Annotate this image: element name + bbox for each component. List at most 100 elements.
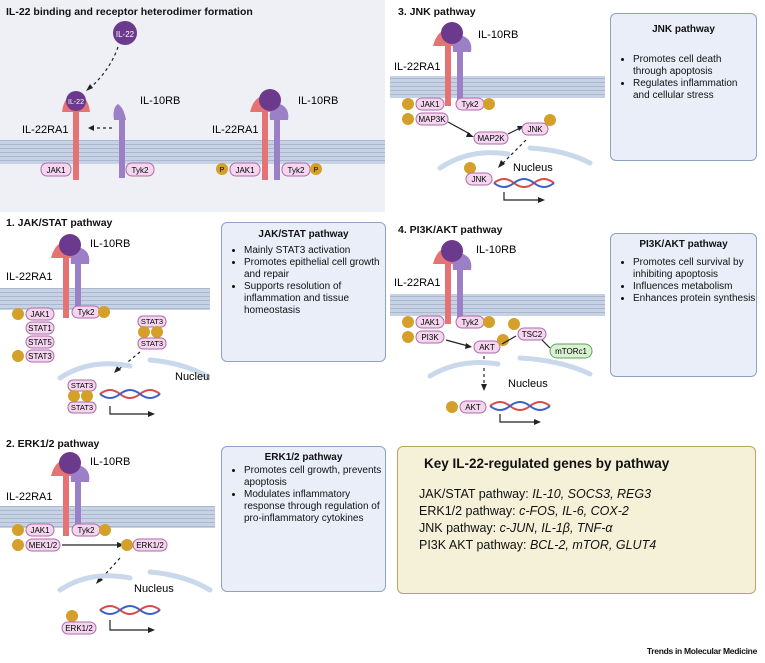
panel-3-title: 3. JNK pathway bbox=[398, 6, 476, 18]
svg-text:MAP3K: MAP3K bbox=[418, 115, 446, 124]
il22ra1-receptor-left: IL-22 bbox=[62, 91, 90, 180]
stat1-protein: STAT1 bbox=[25, 321, 55, 335]
svg-text:STAT1: STAT1 bbox=[28, 324, 52, 333]
il10rb-label-4: IL-10RB bbox=[476, 244, 516, 256]
svg-text:JAK1: JAK1 bbox=[420, 318, 440, 327]
phospho-site bbox=[12, 539, 24, 551]
phospho-site bbox=[12, 308, 24, 320]
receptor-heterodimer bbox=[51, 234, 90, 318]
jak1-kinase-0a: JAK1 bbox=[40, 162, 72, 177]
il22ra1-label-1: IL-22RA1 bbox=[6, 271, 52, 283]
jnk-protein: JNK bbox=[521, 122, 549, 136]
stat3-dimer: STAT3 STAT3 bbox=[137, 315, 167, 350]
receptor-heterodimer bbox=[250, 89, 289, 180]
jnk-nuclear: JNK bbox=[465, 172, 493, 186]
tyk2-kinase-0a: Tyk2 bbox=[125, 162, 155, 177]
info-title: ERK1/2 pathway bbox=[264, 452, 343, 463]
il10rb-label-0a: IL-10RB bbox=[140, 95, 180, 107]
info-item: Regulates inflammation and cellular stre… bbox=[633, 78, 756, 102]
info-box-jnk: JNK pathway Promotes cell death through … bbox=[610, 13, 757, 161]
panel-0-title: IL-22 binding and receptor heterodimer f… bbox=[6, 6, 253, 18]
svg-text:STAT5: STAT5 bbox=[28, 338, 52, 347]
info-box-pi3k: PI3K/AKT pathway Promotes cell survival … bbox=[610, 233, 757, 377]
svg-text:JAK1: JAK1 bbox=[30, 310, 50, 319]
info-item: Promotes cell survival by inhibiting apo… bbox=[633, 257, 756, 281]
phospho-site bbox=[402, 331, 414, 343]
phospho-site bbox=[508, 318, 520, 330]
il10rb-label-3: IL-10RB bbox=[478, 29, 518, 41]
il22ra1-label-2: IL-22RA1 bbox=[6, 491, 52, 503]
il22ra1-label-3: IL-22RA1 bbox=[394, 61, 440, 73]
mtorc1-complex: mTORc1 bbox=[549, 343, 593, 359]
il22ra1-label-4: IL-22RA1 bbox=[394, 277, 440, 289]
tsc2-protein: TSC2 bbox=[517, 327, 547, 341]
panel-1-diagram: IL-10RB IL-22RA1 JAK1 Tyk2 STAT1 STAT5 S… bbox=[0, 234, 210, 417]
svg-text:STAT3: STAT3 bbox=[71, 403, 93, 412]
info-item: Promotes cell death through apoptosis bbox=[633, 54, 756, 78]
svg-text:STAT3: STAT3 bbox=[71, 381, 93, 390]
transcription-arrow bbox=[499, 414, 536, 423]
panel-4-diagram: IL-10RB IL-22RA1 JAK1 Tyk2 PI3K AKT TSC2… bbox=[390, 240, 605, 425]
svg-text:MAP2K: MAP2K bbox=[477, 134, 505, 143]
nucleus-label-2: Nucleus bbox=[134, 583, 174, 595]
akt-protein: AKT bbox=[473, 340, 501, 354]
jak1-kinase-4: JAK1 bbox=[415, 315, 445, 329]
il22-ligand-free: IL-22 bbox=[113, 21, 137, 45]
phospho-site bbox=[402, 98, 414, 110]
info-item: Promotes cell growth, prevents apoptosis bbox=[244, 465, 385, 489]
key-title: Key IL-22-regulated genes by pathway bbox=[424, 456, 670, 471]
phospho-site bbox=[446, 401, 458, 413]
panel-2-diagram: IL-10RB IL-22RA1 JAK1 Tyk2 MEK1/2 ERK1/2… bbox=[0, 452, 215, 635]
receptor-heterodimer bbox=[433, 240, 472, 324]
map3k-protein: MAP3K bbox=[415, 112, 449, 126]
info-title: PI3K/AKT pathway bbox=[639, 239, 728, 250]
phospho-site bbox=[402, 316, 414, 328]
info-box-erk: ERK1/2 pathway Promotes cell growth, pre… bbox=[221, 446, 386, 592]
il10rb-label-1: IL-10RB bbox=[90, 238, 130, 250]
key-genes-box: Key IL-22-regulated genes by pathway JAK… bbox=[397, 446, 756, 594]
phospho-site bbox=[464, 162, 476, 174]
svg-text:Tyk2: Tyk2 bbox=[462, 318, 479, 327]
stat5-protein: STAT5 bbox=[25, 335, 55, 349]
tyk2-kinase-3: Tyk2 bbox=[455, 97, 485, 111]
svg-text:AKT: AKT bbox=[465, 403, 481, 412]
info-item: Mainly STAT3 activation bbox=[244, 245, 385, 257]
svg-text:JAK1: JAK1 bbox=[30, 526, 50, 535]
nuclear-envelope bbox=[57, 361, 133, 381]
svg-text:JAK1: JAK1 bbox=[235, 166, 255, 175]
il10rb-label-0b: IL-10RB bbox=[298, 95, 338, 107]
transcription-arrow bbox=[503, 192, 540, 201]
cell-membrane bbox=[0, 288, 210, 310]
transcription-arrow bbox=[109, 406, 150, 415]
panel-0-diagram: IL-22 IL-22 JAK1 Tyk2 P JAK1 Ty bbox=[0, 21, 385, 180]
phospho-site bbox=[497, 334, 509, 346]
phospho-site bbox=[483, 316, 495, 328]
svg-text:STAT3: STAT3 bbox=[141, 317, 163, 326]
svg-text:ERK1/2: ERK1/2 bbox=[65, 624, 93, 633]
key-row: ERK1/2 pathway: c-FOS, IL-6, COX-2 bbox=[419, 504, 629, 518]
erk12-protein: ERK1/2 bbox=[132, 538, 168, 552]
panel-2-title: 2. ERK1/2 pathway bbox=[6, 438, 100, 450]
tyk2-kinase-0b: Tyk2 bbox=[281, 162, 311, 177]
svg-text:IL-22: IL-22 bbox=[68, 99, 84, 106]
info-item: Enhances protein synthesis bbox=[633, 293, 756, 305]
cell-membrane bbox=[0, 506, 215, 528]
dna-helix bbox=[99, 605, 161, 615]
map2k-protein: MAP2K bbox=[473, 131, 509, 145]
svg-text:P: P bbox=[220, 167, 225, 174]
binding-arrow bbox=[89, 46, 119, 89]
cell-membrane bbox=[390, 294, 605, 316]
journal-credit: Trends in Molecular Medicine bbox=[646, 646, 757, 656]
jak1-kinase-0b: JAK1 bbox=[229, 162, 261, 177]
tyk2-kinase-1: Tyk2 bbox=[71, 305, 101, 319]
il22ra1-label-0b: IL-22RA1 bbox=[212, 124, 258, 136]
pi3k-protein: PI3K bbox=[415, 330, 445, 344]
phospho-site-0b: P bbox=[310, 163, 322, 175]
svg-text:JNK: JNK bbox=[527, 125, 543, 134]
info-title: JAK/STAT pathway bbox=[258, 229, 349, 240]
erk12-nuclear: ERK1/2 bbox=[61, 621, 97, 635]
svg-text:TSC2: TSC2 bbox=[522, 330, 543, 339]
tyk2-kinase-2: Tyk2 bbox=[71, 523, 101, 537]
mek12-protein: MEK1/2 bbox=[25, 538, 61, 552]
info-item: Modulates inflammatory response through … bbox=[244, 489, 385, 525]
